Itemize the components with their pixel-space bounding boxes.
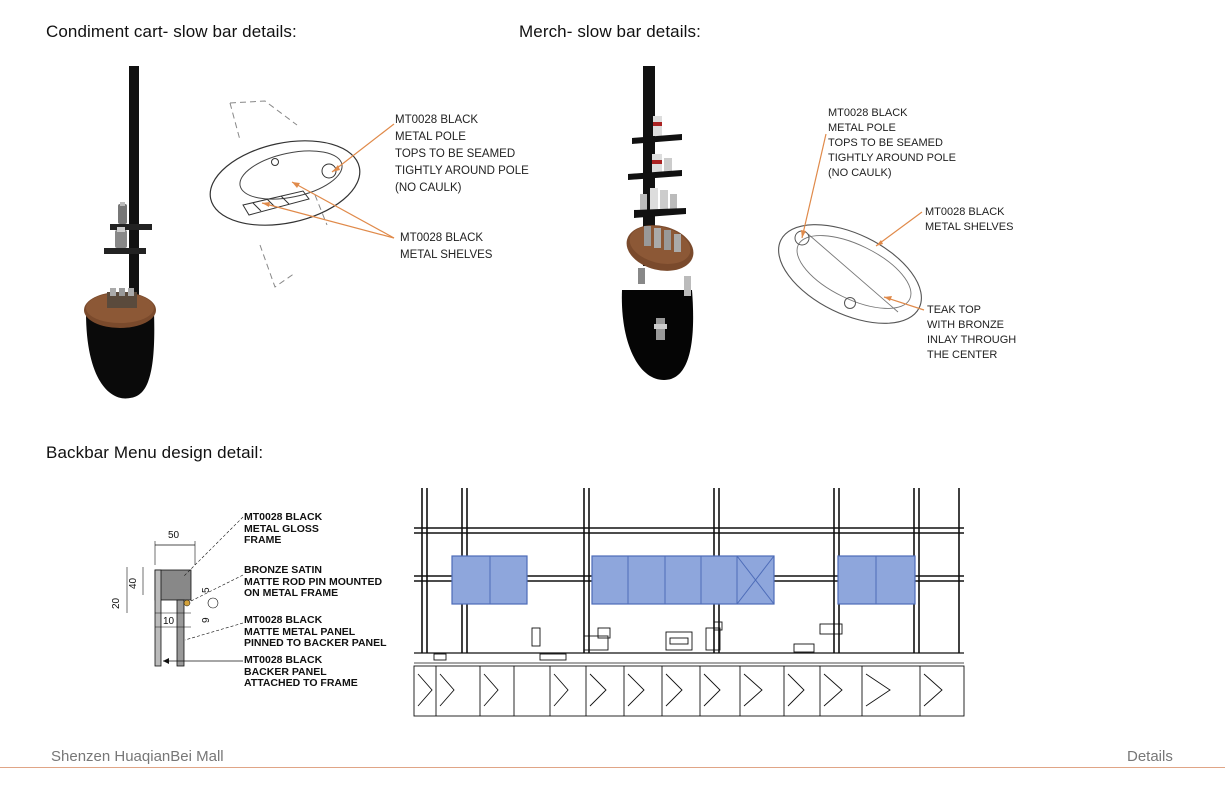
- dim-left-inner: 40: [128, 577, 139, 589]
- backbar-note-panel: MT0028 BLACK MATTE METAL PANEL PINNED TO…: [244, 614, 387, 649]
- condiment-cart-render: [84, 66, 156, 399]
- dim-left-outer: 20: [111, 597, 122, 609]
- footer-page-label: Details: [1127, 748, 1173, 765]
- merch-shelves-note: MT0028 BLACK METAL SHELVES: [925, 206, 1014, 233]
- condiment-cart-heading: Condiment cart- slow bar details:: [46, 22, 297, 41]
- merch-pole-note: MT0028 BLACK METAL POLE TOPS TO BE SEAME…: [828, 107, 956, 179]
- backbar-note-backer: MT0028 BLACK BACKER PANEL ATTACHED TO FR…: [244, 654, 358, 689]
- merch-cart-sketch: [778, 224, 922, 324]
- merch-top-note: TEAK TOP WITH BRONZE INLAY THROUGH THE C…: [927, 304, 1017, 361]
- merch-cart-render: [621, 66, 694, 380]
- backbar-note-rod-pin: BRONZE SATIN MATTE ROD PIN MOUNTED ON ME…: [244, 564, 383, 599]
- backbar-section-detail: 50 20 40 10 5 9: [111, 516, 244, 667]
- dim-middle: 10: [163, 616, 175, 627]
- backbar-elevation: [413, 488, 965, 717]
- condiment-shelves-note: MT0028 BLACK METAL SHELVES: [400, 232, 493, 261]
- dim-top: 50: [168, 530, 180, 541]
- dim-right-a: 5: [201, 587, 212, 593]
- merch-heading: Merch- slow bar details:: [519, 22, 701, 41]
- footer-project-name: Shenzen HuaqianBei Mall: [51, 748, 224, 765]
- condiment-pole-note: MT0028 BLACK METAL POLE TOPS TO BE SEAME…: [395, 114, 529, 194]
- footer-rule: [0, 767, 1225, 768]
- dim-right-b: 9: [201, 617, 212, 623]
- backbar-heading: Backbar Menu design detail:: [46, 443, 264, 462]
- backbar-note-frame: MT0028 BLACK METAL GLOSS FRAME: [244, 511, 323, 546]
